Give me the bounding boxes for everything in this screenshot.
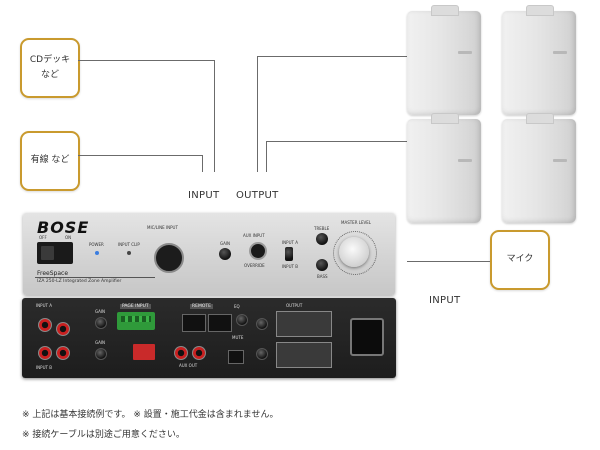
remote-label: REMOTE (190, 304, 213, 309)
aux-input-jack[interactable] (249, 242, 267, 260)
speaker-badge (553, 51, 567, 54)
rca-input-b-left[interactable] (38, 346, 52, 360)
amplifier-rear-panel: INPUT A INPUT B GAIN GAIN PAGE INPUT AUX… (22, 298, 396, 378)
mic-label: マイク (506, 254, 534, 265)
wire-yusen-horizontal (78, 155, 202, 156)
page-input-terminal[interactable] (117, 312, 155, 330)
input-clip-label: INPUT CLIP (118, 242, 140, 247)
rear-input-a-label: INPUT A (36, 303, 52, 308)
mic-line-input-label: MIC/LINE INPUT (147, 225, 178, 230)
yusen-label: 有線 など (30, 155, 70, 166)
input-right-label: INPUT (429, 295, 461, 306)
eq-label: EQ (234, 304, 240, 309)
yusen-source-box: 有線 など (20, 131, 80, 191)
model-name: FreeSpace (37, 270, 69, 277)
wire-mic-horizontal (407, 261, 490, 262)
speaker-bracket (526, 113, 554, 124)
eq-switch[interactable] (236, 314, 248, 326)
bose-logo: BOSE (37, 218, 90, 237)
input-a-label: INPUT A (282, 240, 298, 245)
override-label: OVERRIDE (244, 263, 265, 268)
gain-knob[interactable] (219, 248, 231, 260)
speaker-output-terminal-1[interactable] (276, 311, 332, 337)
input-left-label: INPUT (188, 190, 220, 201)
cd-deck-source-box: CDデッキ など (20, 38, 80, 98)
rear-gain-a-label: GAIN (95, 309, 106, 314)
master-level-label: MASTER LEVEL (341, 220, 371, 225)
speaker-bracket (431, 113, 459, 124)
mic-line-input-jack[interactable] (154, 243, 184, 273)
wire-output-inner-vertical (266, 141, 267, 172)
model-divider (35, 277, 155, 278)
bass-knob[interactable] (316, 259, 328, 271)
remote-terminal-2[interactable] (208, 314, 232, 332)
speaker-bracket (431, 5, 459, 16)
cd-deck-label: CDデッキ など (29, 54, 71, 80)
speaker-bottom-right (502, 113, 576, 223)
treble-knob[interactable] (316, 233, 328, 245)
aux-out-left[interactable] (174, 346, 188, 360)
rca-input-a-right[interactable] (56, 322, 70, 336)
speaker-bracket (526, 5, 554, 16)
ac-power-inlet[interactable] (350, 318, 384, 356)
speaker-top-left (407, 5, 481, 115)
rear-gain-b-knob[interactable] (95, 348, 107, 360)
speaker-badge (458, 51, 472, 54)
rca-input-b-right[interactable] (56, 346, 70, 360)
bass-label: BASS (317, 274, 328, 279)
treble-label: TREBLE (314, 226, 330, 231)
footnote-2: ※ 接続ケーブルは別途ご用意ください。 (22, 430, 185, 440)
rca-input-a-left[interactable] (38, 318, 52, 332)
output-label-rear: OUTPUT (286, 303, 303, 308)
remote-terminal[interactable] (182, 314, 206, 332)
on-label: ON (65, 235, 72, 240)
speaker-badge (553, 159, 567, 162)
rear-gain-b-label: GAIN (95, 340, 106, 345)
gain-label: GAIN (220, 241, 231, 246)
mic-source-box: マイク (490, 230, 550, 290)
wire-cd-vertical (214, 60, 215, 172)
aux-out-label: AUX OUT (179, 363, 198, 368)
power-switch[interactable] (37, 242, 73, 264)
output-2-trim-knob[interactable] (256, 348, 268, 360)
page-input-label: PAGE INPUT (120, 304, 151, 309)
input-selector-switch[interactable] (285, 247, 293, 261)
master-level-scale (333, 231, 377, 275)
master-level-knob[interactable] (339, 237, 369, 267)
amplifier-front-panel: BOSE OFF ON POWER INPUT CLIP MIC/LINE IN… (23, 213, 395, 295)
wire-yusen-vertical (202, 155, 203, 172)
mute-label: MUTE (232, 335, 244, 340)
footnote-1: ※ 上記は基本接続例です。 ※ 設置・施工代金は含まれません。 (22, 410, 279, 420)
wire-cd-horizontal (78, 60, 214, 61)
output-label: OUTPUT (236, 190, 279, 201)
off-label: OFF (39, 235, 47, 240)
wire-output-outer-vertical (257, 56, 258, 172)
wire-output-outer-horizontal (257, 56, 407, 57)
speaker-output-terminal-2[interactable] (276, 342, 332, 368)
power-led (95, 251, 99, 255)
model-subtitle: IZA 250-LZ Integrated Zone Amplifier (37, 279, 122, 284)
rear-input-b-label: INPUT B (36, 365, 52, 370)
speaker-top-right (502, 5, 576, 115)
speaker-bottom-left (407, 113, 481, 223)
output-1-trim-knob[interactable] (256, 318, 268, 330)
aux-input-label: AUX INPUT (243, 233, 265, 238)
input-clip-led (127, 251, 131, 255)
rear-gain-a-knob[interactable] (95, 317, 107, 329)
mute-terminal[interactable] (228, 350, 244, 364)
input-b-label: INPUT B (282, 264, 298, 269)
speaker-badge (458, 159, 472, 162)
dip-switch[interactable] (133, 344, 155, 360)
wire-output-inner-horizontal (266, 141, 407, 142)
power-label: POWER (89, 242, 104, 247)
aux-out-right[interactable] (192, 346, 206, 360)
